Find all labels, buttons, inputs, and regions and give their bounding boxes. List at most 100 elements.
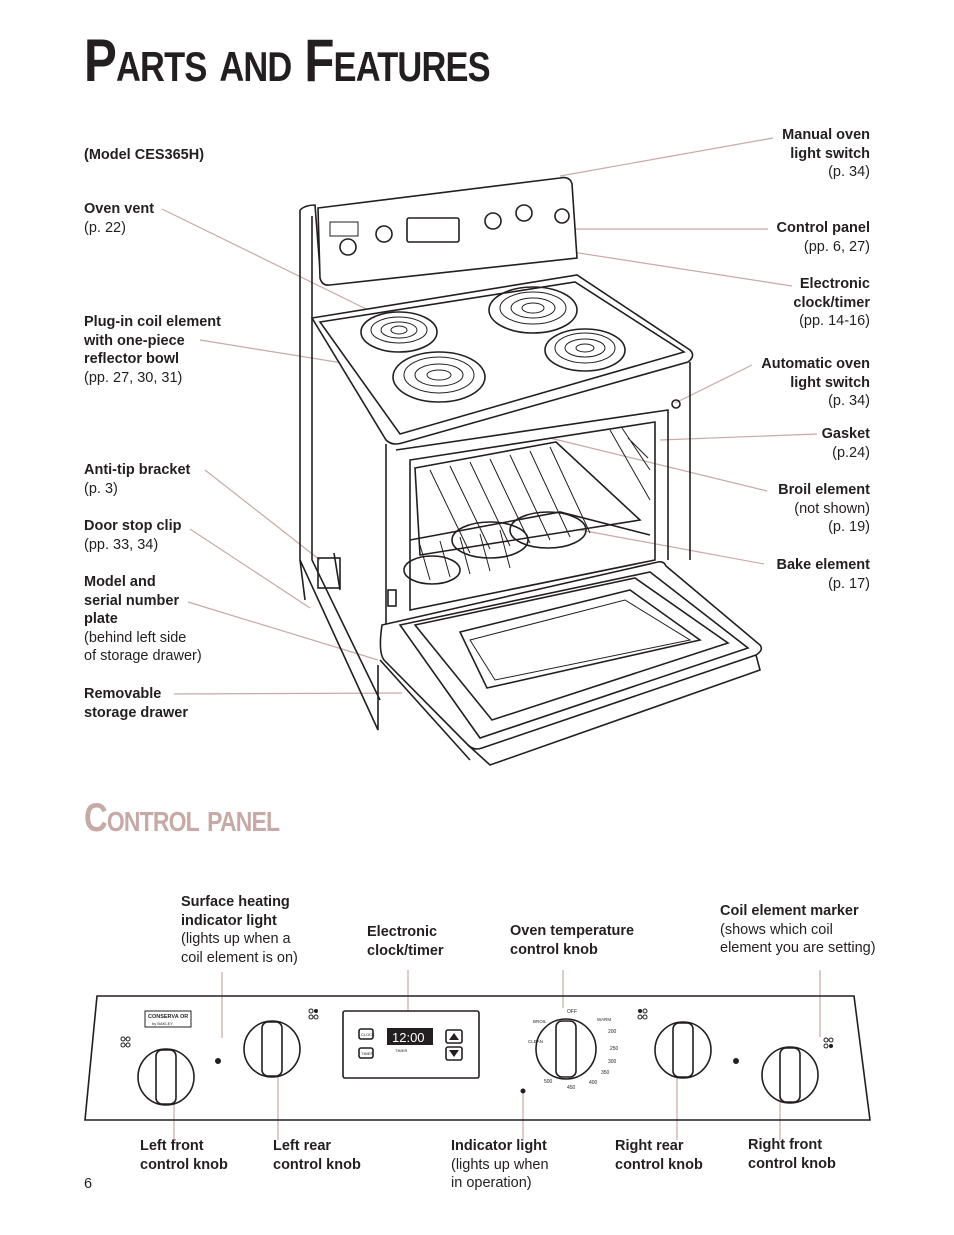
label-page-ref: (p. 3)	[84, 480, 118, 497]
right-front-knob[interactable]	[761, 1046, 819, 1104]
right-indicator-light	[733, 1058, 739, 1064]
label-text: Left front	[140, 1138, 204, 1154]
label-text: with one-piece	[84, 332, 185, 349]
label-text: clock/timer	[793, 294, 870, 311]
label-note: (not shown)	[794, 500, 870, 517]
label-surface-indicator: Surface heating indicator light (lights …	[181, 893, 298, 967]
label-door-stop: Door stop clip (pp. 33, 34)	[84, 517, 181, 554]
label-text: storage drawer	[84, 704, 188, 721]
label-manual-light: Manual oven light switch (p. 34)	[782, 126, 870, 182]
label-text: Model and	[84, 574, 156, 590]
timer-button[interactable]	[358, 1047, 374, 1059]
panel-outline	[84, 995, 871, 1121]
brand-name: CONSERVA OR	[148, 1014, 188, 1020]
down-arrow-button[interactable]	[445, 1046, 463, 1061]
label-note: (lights up when	[451, 1156, 549, 1173]
label-gasket: Gasket (p.24)	[822, 425, 870, 462]
label-text: Electronic	[367, 924, 438, 940]
label-text: Broil element	[778, 482, 870, 498]
label-coil-marker: Coil element marker (shows which coil el…	[720, 902, 876, 958]
temp-mark-300: 300	[608, 1059, 617, 1065]
label-note: (behind left side	[84, 629, 187, 646]
temp-mark-clean: CLEAN	[528, 1039, 543, 1044]
clock-button[interactable]	[358, 1028, 374, 1040]
label-text: Bake element	[776, 557, 871, 573]
temp-mark-350: 350	[601, 1070, 610, 1076]
label-page-ref: (p. 22)	[84, 219, 126, 236]
range-body	[299, 176, 763, 766]
label-oven-temp: Oven temperature control knob	[510, 922, 634, 959]
label-text: Oven vent	[84, 201, 155, 217]
label-anti-tip: Anti-tip bracket (p. 3)	[84, 461, 190, 498]
clock-screen	[387, 1028, 433, 1045]
coil-elements	[360, 286, 626, 403]
oven-indicator-light	[520, 1088, 526, 1094]
label-text: light switch	[790, 374, 870, 391]
temp-mark-500: 500	[544, 1079, 553, 1085]
clock-button-label: CLOCK	[361, 1032, 375, 1037]
label-storage-drawer: Removable storage drawer	[84, 685, 188, 722]
label-left-front: Left front control knob	[140, 1137, 228, 1174]
left-rear-knob[interactable]	[243, 1020, 301, 1078]
label-indicator: Indicator light (lights up when in opera…	[451, 1137, 549, 1193]
label-bake: Bake element (p. 17)	[777, 556, 871, 593]
clock-value: 12:00	[392, 1030, 425, 1045]
temp-mark-450: 450	[567, 1085, 576, 1091]
label-note: coil element is on)	[181, 949, 298, 966]
label-text: Right front	[748, 1137, 823, 1153]
label-oven-vent: Oven vent (p. 22)	[84, 200, 154, 237]
label-note: element you are setting)	[720, 940, 876, 957]
oven-racks	[403, 427, 651, 585]
page-number: 6	[84, 1176, 93, 1192]
label-text: Anti-tip bracket	[84, 462, 191, 478]
label-note: (lights up when a	[181, 931, 291, 948]
clock-display: CLOCK TIMER 12:00 TIMER	[342, 1010, 480, 1079]
label-text: Automatic oven	[761, 356, 870, 372]
label-text: indicator light	[181, 912, 277, 929]
up-arrow-button[interactable]	[445, 1029, 463, 1044]
up-arrow-icon	[449, 1033, 459, 1040]
label-text: Oven temperature	[510, 923, 635, 939]
label-auto-light: Automatic oven light switch (p. 34)	[761, 355, 870, 411]
label-page-ref: (pp. 14-16)	[799, 313, 870, 330]
label-text: control knob	[615, 1156, 703, 1173]
label-page-ref: (p. 17)	[828, 575, 870, 592]
down-arrow-icon	[449, 1050, 459, 1057]
temp-mark-warm: WARM	[597, 1017, 611, 1022]
section-title-control-panel: Control panel	[84, 796, 280, 840]
label-text: light switch	[790, 145, 870, 162]
oven-door-open	[379, 561, 763, 766]
surface-indicator-light	[215, 1058, 221, 1064]
oven-temp-knob[interactable]: OFF BROIL WARM CLEAN 200 250 300 350 400…	[528, 1009, 619, 1091]
label-text: Left rear	[273, 1138, 332, 1154]
label-text: Coil element marker	[720, 903, 859, 919]
label-left-rear: Left rear control knob	[273, 1137, 361, 1174]
label-page-ref: (pp. 6, 27)	[803, 238, 870, 255]
coil-element-marker	[120, 1008, 834, 1049]
label-text: Plug-in coil element	[84, 314, 221, 330]
label-note: (shows which coil	[720, 921, 833, 938]
label-text: Gasket	[821, 426, 870, 442]
label-text: serial number	[84, 592, 180, 609]
left-front-knob[interactable]	[137, 1048, 195, 1106]
timer-button-label: TIMER	[361, 1051, 374, 1056]
page-title: Parts and Features	[84, 27, 491, 94]
control-panel-illustration: CONSERVA OR by BAKLEY CLOCK TIMER 12:00 …	[84, 970, 871, 1140]
temp-mark-400: 400	[589, 1080, 598, 1086]
label-text: Door stop clip	[84, 518, 182, 534]
brand-badge	[144, 1010, 192, 1028]
label-text: control knob	[273, 1156, 361, 1173]
label-note: in operation)	[451, 1175, 532, 1192]
label-text: plate	[84, 611, 118, 628]
label-text: Removable	[84, 686, 162, 702]
label-text: Right rear	[615, 1138, 684, 1154]
label-panel-clock: Electronic clock/timer	[367, 923, 444, 960]
label-text: Surface heating	[181, 894, 290, 910]
label-right-front: Right front control knob	[748, 1136, 836, 1173]
label-plugin-coil: Plug-in coil element with one-piece refl…	[84, 313, 221, 387]
timer-sub-label: TIMER	[395, 1048, 408, 1053]
temp-mark-250: 250	[610, 1046, 619, 1052]
right-rear-knob[interactable]	[654, 1021, 712, 1079]
label-clock-timer: Electronic clock/timer (pp. 14-16)	[793, 275, 870, 331]
label-text: reflector bowl	[84, 351, 180, 368]
